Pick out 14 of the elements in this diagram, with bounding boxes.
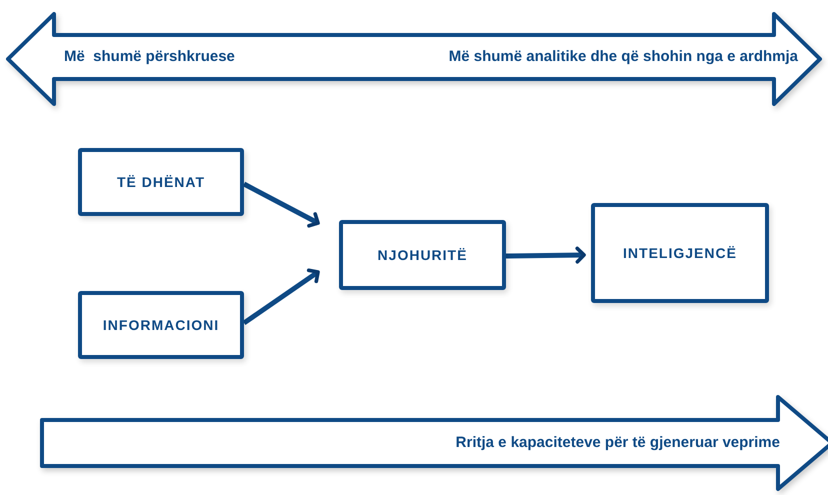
process-box	[78, 148, 244, 216]
process-box	[339, 220, 506, 290]
arrow-label: Rritja e kapaciteteve për të gjeneruar veprime	[456, 434, 780, 451]
box-label: NJOHURITË	[378, 247, 468, 263]
box-label: TË DHËNAT	[116, 174, 206, 190]
arrow-label: Më shumë analitike dhe që shohin nga e ardhmja	[448, 48, 798, 65]
arrow	[242, 182, 320, 228]
arrow	[242, 268, 320, 326]
box-label: INFORMACIONI	[102, 317, 220, 333]
arrow	[506, 246, 586, 264]
box-label: INTELIGJENCË	[623, 245, 737, 261]
arrow-label: Më shumë përshkruese	[64, 48, 235, 65]
process-box	[591, 203, 769, 303]
process-box	[78, 291, 244, 359]
